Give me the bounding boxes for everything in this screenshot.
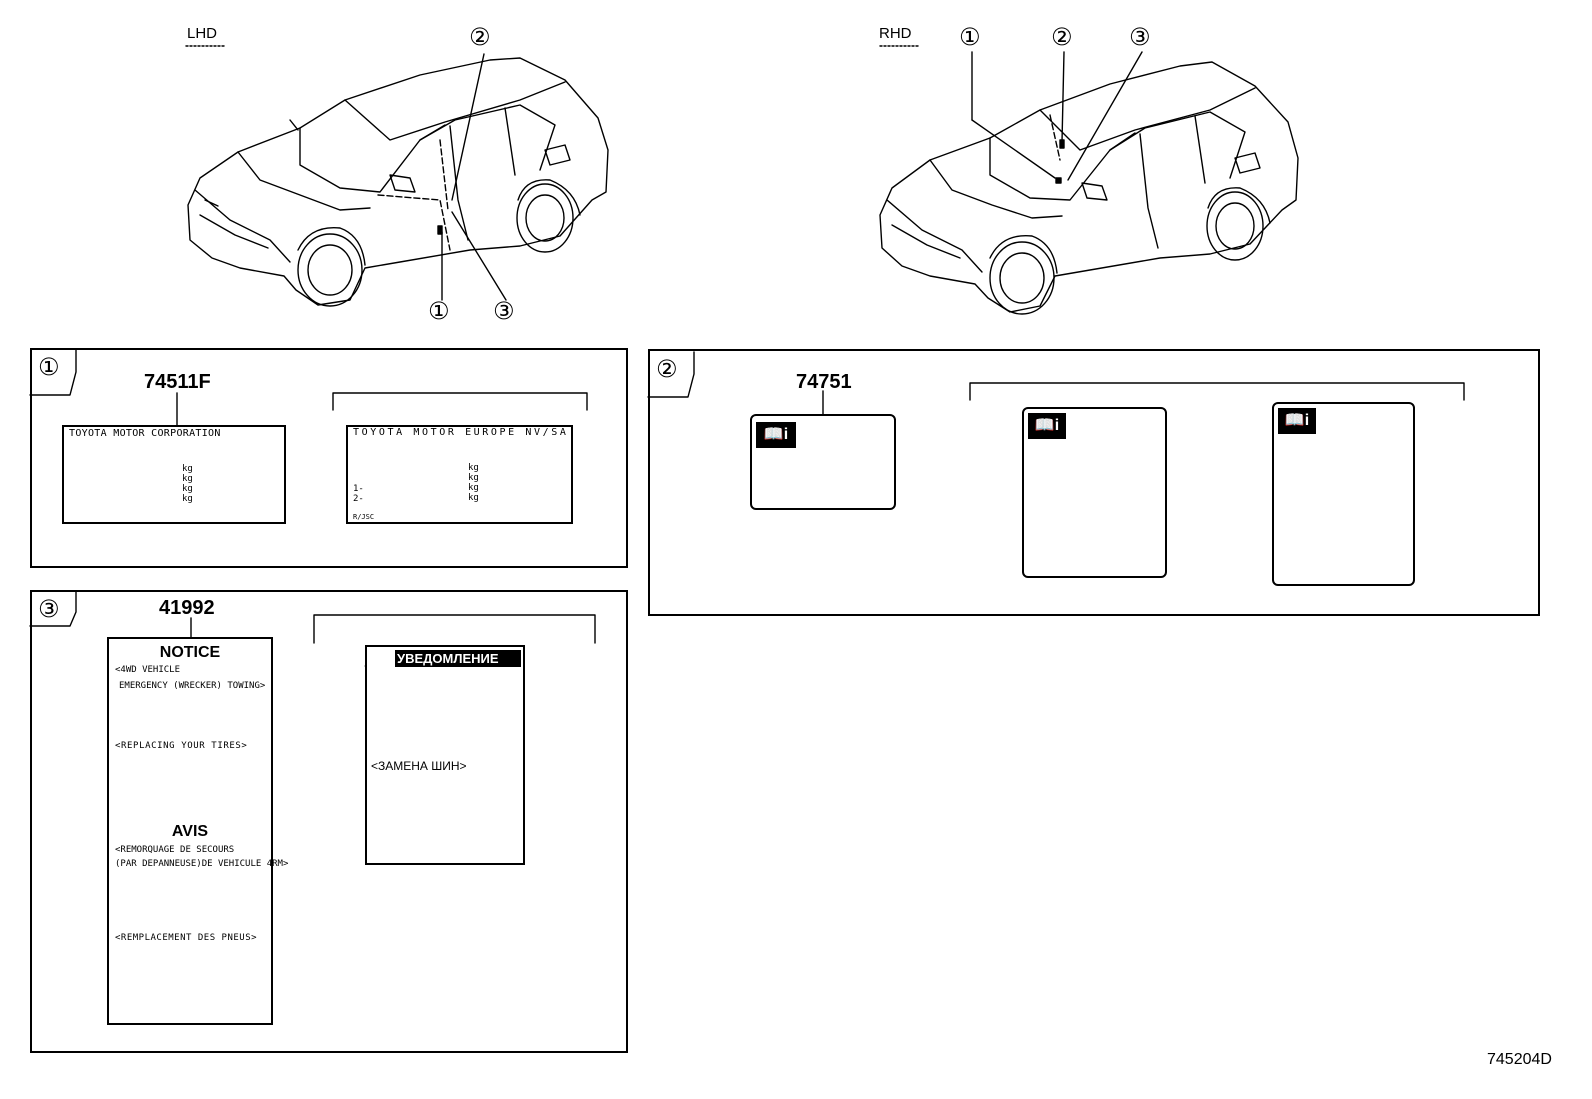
bracket-panel-1 bbox=[332, 392, 588, 411]
label-b-axle-1: 1- bbox=[353, 484, 364, 494]
part-number-74751: 74751 bbox=[796, 371, 852, 393]
manual-info-icon-alt-b: 📖i bbox=[1278, 408, 1316, 434]
label-a-header: TOYOTA MOTOR CORPORATION bbox=[69, 428, 221, 439]
part-number-41992: 41992 bbox=[159, 597, 215, 619]
notice-heading: NOTICE bbox=[159, 644, 221, 661]
label-74751-alt-b: 📖i bbox=[1272, 402, 1415, 586]
label-b-unit-2: kg bbox=[468, 473, 479, 483]
bracket-panel-2 bbox=[969, 382, 1465, 401]
notice-line-4: <REMORQUAGE DE SECOURS bbox=[115, 845, 235, 855]
rhd-vehicle-drawing bbox=[879, 61, 1299, 315]
diagram-code: 745204D bbox=[1487, 1051, 1552, 1068]
russian-subheading: <ЗАМЕНА ШИН> bbox=[371, 759, 467, 773]
label-74751: 📖i bbox=[750, 414, 896, 510]
label-74511F-a: TOYOTA MOTOR CORPORATION kg kg kg kg bbox=[62, 425, 286, 524]
notice-line-1: <4WD VEHICLE bbox=[115, 665, 181, 675]
panel-2-notch bbox=[647, 351, 695, 398]
panel-2-marker: ② bbox=[656, 356, 678, 383]
lhd-leader-3 bbox=[451, 211, 507, 301]
panel-3-notch bbox=[29, 591, 77, 627]
panel-1 bbox=[30, 348, 628, 568]
lhd-marker-3: ③ bbox=[493, 298, 515, 325]
notice-line-5: (PAR DEPANNEUSE)DE VEHICULE 4RM> bbox=[115, 859, 289, 869]
label-74511F-b: TOYOTA MOTOR EUROPE NV/SA kg kg kg kg 1-… bbox=[346, 425, 573, 524]
rhd-leader-2 bbox=[1061, 51, 1065, 143]
rhd-leader-1b bbox=[971, 119, 1056, 179]
rhd-marker-2: ② bbox=[1051, 24, 1073, 51]
russian-heading: УВЕДОМЛЕНИЕ bbox=[397, 651, 499, 666]
label-b-unit-4: kg bbox=[468, 493, 479, 503]
panel-2 bbox=[648, 349, 1540, 616]
label-b-unit-1: kg bbox=[468, 463, 479, 473]
rhd-marker-3: ③ bbox=[1129, 24, 1151, 51]
lhd-title: LHD bbox=[187, 25, 218, 42]
lhd-marker-1: ① bbox=[428, 298, 450, 325]
notice-line-6: <REMPLACEMENT DES PNEUS> bbox=[115, 933, 258, 943]
label-a-unit-1: kg bbox=[182, 464, 193, 474]
label-41992-notice: NOTICE <4WD VEHICLE EMERGENCY (WRECKER) … bbox=[107, 637, 288, 1025]
lhd-vehicle-drawing bbox=[187, 57, 609, 307]
notice-line-2: EMERGENCY (WRECKER) TOWING> bbox=[119, 681, 266, 691]
label-41992-russian: УВЕДОМЛЕНИЕ <ЗАМЕНА ШИН> bbox=[365, 645, 525, 865]
panel-3-marker: ③ bbox=[38, 596, 60, 623]
rhd-marker-1: ① bbox=[959, 24, 981, 51]
rhd-title: RHD bbox=[879, 25, 912, 42]
lhd-leader-2 bbox=[451, 53, 485, 201]
avis-heading: AVIS bbox=[171, 823, 209, 840]
label-a-unit-2: kg bbox=[182, 474, 193, 484]
rhd-leader-3 bbox=[1067, 51, 1143, 181]
panel-1-marker: ① bbox=[38, 354, 60, 381]
label-a-unit-3: kg bbox=[182, 484, 193, 494]
manual-info-icon-alt-a: 📖i bbox=[1028, 413, 1066, 439]
lhd-marker-2: ② bbox=[469, 24, 491, 51]
part-number-74511F: 74511F bbox=[144, 371, 211, 393]
manual-info-icon: 📖i bbox=[756, 422, 796, 448]
label-a-unit-4: kg bbox=[182, 494, 193, 504]
notice-line-3: <REPLACING YOUR TIRES> bbox=[115, 741, 248, 751]
panel-1-notch bbox=[29, 349, 77, 396]
label-b-footer: R/JSC bbox=[353, 513, 375, 521]
panel-3 bbox=[30, 590, 628, 1053]
label-b-header: TOYOTA MOTOR EUROPE NV/SA bbox=[353, 427, 569, 438]
label-b-axle-2: 2- bbox=[353, 494, 364, 504]
label-b-unit-3: kg bbox=[468, 483, 479, 493]
bracket-panel-3 bbox=[313, 614, 596, 644]
russian-heading-bar bbox=[395, 650, 521, 667]
label-74751-alt-a: 📖i bbox=[1022, 407, 1167, 578]
